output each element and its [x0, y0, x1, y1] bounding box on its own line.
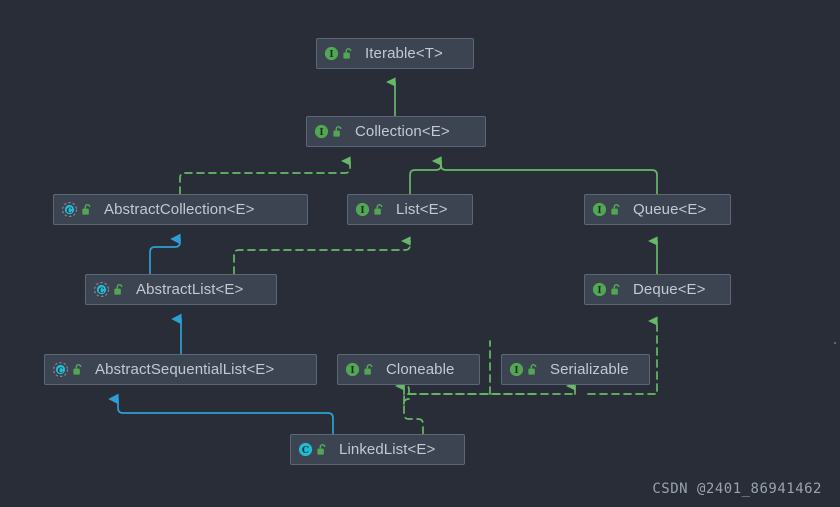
node-icons: I — [355, 202, 385, 217]
interface-icon: I — [592, 282, 607, 297]
node-abstractlist[interactable]: C AbstractList<E> — [85, 274, 277, 305]
edge-abstractlist-extends-abstractcollection — [149, 233, 181, 275]
edge-list-extends-collection — [409, 156, 442, 195]
svg-text:I: I — [350, 366, 354, 376]
abstract-class-icon: C — [52, 362, 69, 377]
public-unlock-icon — [374, 204, 383, 215]
edge-linkedlist-extends-abstractsequentiallist — [108, 393, 334, 435]
node-label: Serializable — [550, 361, 629, 378]
node-icons: I — [324, 46, 354, 61]
interface-icon: I — [509, 362, 524, 377]
node-icons: I — [345, 362, 375, 377]
node-serializable[interactable]: I Serializable — [501, 354, 650, 385]
interface-icon: I — [314, 124, 329, 139]
svg-text:I: I — [597, 286, 601, 296]
node-icons: C — [93, 282, 125, 297]
watermark: CSDN @2401_86941462 — [652, 481, 822, 497]
svg-text:C: C — [57, 366, 63, 375]
node-icons: I — [314, 124, 344, 139]
public-unlock-icon — [611, 204, 620, 215]
node-abstractsequentiallist[interactable]: C AbstractSequentialList<E> — [44, 354, 317, 385]
public-unlock-icon — [528, 364, 537, 375]
node-label: AbstractList<E> — [136, 281, 244, 298]
node-iterable[interactable]: I Iterable<T> — [316, 38, 474, 69]
edge-abstractcollection-implements-collection — [179, 156, 351, 195]
node-linkedlist[interactable]: C LinkedList<E> — [290, 434, 465, 465]
node-label: AbstractSequentialList<E> — [95, 361, 275, 378]
node-cloneable[interactable]: I Cloneable — [337, 354, 480, 385]
public-unlock-icon — [343, 48, 352, 59]
svg-text:I: I — [360, 206, 364, 216]
svg-text:C: C — [98, 286, 104, 295]
abstract-class-icon: C — [61, 202, 78, 217]
public-unlock-icon — [114, 284, 123, 295]
public-unlock-icon — [611, 284, 620, 295]
edge-linkedlist-implements-cloneable — [403, 398, 424, 435]
node-icons: C — [61, 202, 93, 217]
interface-icon: I — [324, 46, 339, 61]
node-icons: I — [592, 202, 622, 217]
node-label: AbstractCollection<E> — [104, 201, 255, 218]
node-label: Cloneable — [386, 361, 455, 378]
node-label: LinkedList<E> — [339, 441, 436, 458]
node-label: List<E> — [396, 201, 448, 218]
svg-text:I: I — [319, 128, 323, 138]
interface-icon: I — [345, 362, 360, 377]
node-abstractcollection[interactable]: C AbstractCollection<E> — [53, 194, 308, 225]
interface-icon: I — [355, 202, 370, 217]
edge-queue-extends-collection — [431, 156, 658, 195]
edge-cloneable-up — [403, 384, 410, 395]
node-collection[interactable]: I Collection<E> — [306, 116, 486, 147]
node-deque[interactable]: I Deque<E> — [584, 274, 731, 305]
svg-text:I: I — [597, 206, 601, 216]
svg-text:C: C — [66, 206, 72, 215]
svg-text:I: I — [514, 366, 518, 376]
public-unlock-icon — [73, 364, 82, 375]
node-list[interactable]: I List<E> — [347, 194, 473, 225]
node-queue[interactable]: I Queue<E> — [584, 194, 731, 225]
node-icons: I — [592, 282, 622, 297]
node-label: Iterable<T> — [365, 45, 443, 62]
interface-icon: I — [592, 202, 607, 217]
public-unlock-icon — [364, 364, 373, 375]
node-label: Queue<E> — [633, 201, 707, 218]
node-icons: C — [52, 362, 84, 377]
svg-text:I: I — [329, 50, 333, 60]
public-unlock-icon — [317, 444, 326, 455]
node-label: Deque<E> — [633, 281, 706, 298]
public-unlock-icon — [82, 204, 91, 215]
class-icon: C — [298, 442, 313, 457]
svg-text:C: C — [302, 446, 309, 456]
node-icons: I — [509, 362, 539, 377]
edge-linkedlist-implements-cloneable-arrow — [403, 393, 539, 405]
node-label: Collection<E> — [355, 123, 450, 140]
edge-abstractlist-implements-list — [233, 236, 411, 275]
node-icons: C — [298, 442, 328, 457]
abstract-class-icon: C — [93, 282, 110, 297]
public-unlock-icon — [333, 126, 342, 137]
